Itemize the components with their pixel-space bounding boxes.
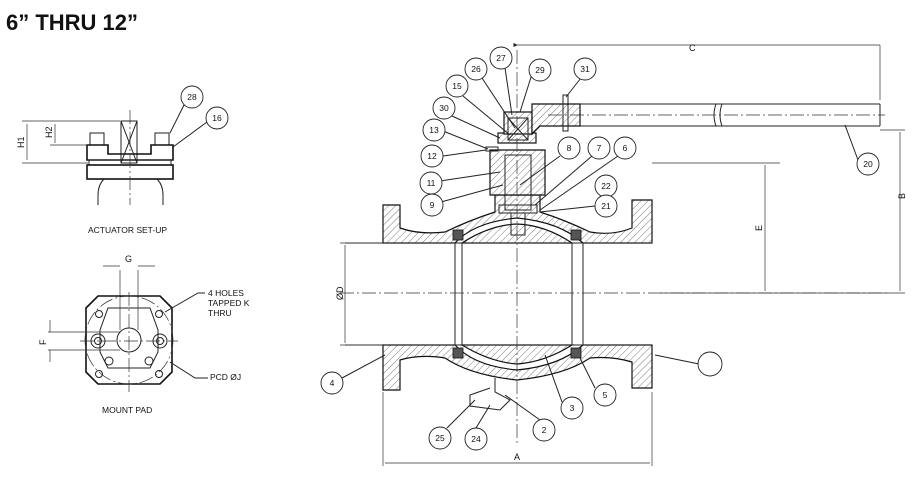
callout-circle [180, 85, 204, 109]
callout-circle [422, 118, 446, 142]
callout-bubble: 9 [420, 193, 444, 217]
callout-circle [532, 418, 556, 442]
callout-circle [697, 351, 723, 377]
callout-number: 4 [330, 378, 335, 388]
callout-bubble: 11 [419, 171, 443, 195]
dim-h1: H1 [16, 136, 26, 148]
callout-number: 9 [430, 200, 435, 210]
callout-bubble: 6 [613, 136, 637, 160]
callout-number: 29 [535, 65, 545, 75]
callout-bubbles: 28 16 27 26 15 30 13 12 11 9 8 7 6 22 21 29 31 20 4 3 5 2 24 25 [180, 46, 880, 451]
callout-circle [613, 136, 637, 160]
callout-bubble: 8 [557, 136, 581, 160]
callout-number: 6 [623, 143, 628, 153]
mount-pad-view: G F 4 HOLES TAPPED K THRU PCD ØJ MOUNT P… [38, 254, 250, 415]
holes-note-line3: THRU [208, 308, 232, 318]
callout-number: 21 [601, 201, 611, 211]
callout-circle [594, 194, 618, 218]
callout-number: 24 [471, 434, 481, 444]
callout-bubble: 21 [594, 194, 618, 218]
callout-number: 26 [471, 64, 481, 74]
callout-bubble: 29 [528, 58, 552, 82]
actuator-setup-view: H1 H2 ACTUATOR SET-UP [16, 102, 208, 235]
callout-number: 27 [496, 53, 506, 63]
callout-number: 31 [580, 64, 590, 74]
callout-bubble: 25 [428, 426, 452, 450]
callout-number: 22 [601, 181, 611, 191]
callout-circle [856, 152, 880, 176]
callout-bubble: 31 [573, 57, 597, 81]
callout-circle [464, 427, 488, 451]
callout-bubble: 7 [587, 136, 611, 160]
callout-bubble: 2 [532, 418, 556, 442]
dim-f: F [38, 339, 48, 345]
callout-bubble: 16 [205, 106, 229, 130]
callout-bubble: 20 [856, 152, 880, 176]
callout-number: 25 [435, 433, 445, 443]
callout-circle [489, 46, 513, 70]
dim-b: B [897, 193, 907, 199]
callout-circle [320, 371, 344, 395]
callout-number: 13 [429, 125, 439, 135]
callout-bubble: 28 [180, 85, 204, 109]
mount-pad-caption: MOUNT PAD [102, 405, 152, 415]
callout-circle [205, 106, 229, 130]
callout-bubble: 4 [320, 371, 344, 395]
callout-bubble: 5 [593, 383, 617, 407]
callout-number: 8 [567, 143, 572, 153]
holes-note-line2: TAPPED K [208, 298, 250, 308]
actuator-setup-caption: ACTUATOR SET-UP [88, 225, 167, 235]
drawing-title: 6” THRU 12” [6, 10, 139, 35]
callout-circle [432, 96, 456, 120]
callout-bubble: 26 [464, 57, 488, 81]
callout-circle [587, 136, 611, 160]
callout-bubble: 30 [432, 96, 456, 120]
callout-bubble: 3 [560, 396, 584, 420]
callout-circle [428, 426, 452, 450]
callout-circle [420, 193, 444, 217]
callout-circle [573, 57, 597, 81]
callout-number: 20 [863, 159, 873, 169]
callout-circle [528, 58, 552, 82]
callout-number: 3 [570, 403, 575, 413]
callout-bubble: 15 [445, 74, 469, 98]
callout-bubble: 13 [422, 118, 446, 142]
callout-circle [464, 57, 488, 81]
callout-circle [445, 74, 469, 98]
dim-a: A [514, 452, 520, 462]
callout-number: 5 [603, 390, 608, 400]
callout-number: 30 [439, 103, 449, 113]
callout-number: 15 [452, 81, 462, 91]
callout-number: 7 [597, 143, 602, 153]
valve-section-view: C B E ØD A [335, 43, 907, 466]
dim-e: E [754, 225, 764, 231]
callout-number: 11 [427, 178, 436, 188]
callout-number: 2 [542, 425, 547, 435]
dim-g: G [125, 254, 132, 264]
dim-c: C [689, 43, 696, 53]
callout-circle [420, 144, 444, 168]
callout-bubble: 24 [464, 427, 488, 451]
callout-circle [593, 383, 617, 407]
callout-number: 28 [187, 92, 197, 102]
callout-bubble: 22 [594, 174, 618, 198]
dim-d: ØD [335, 286, 345, 300]
callout-bubble: 12 [420, 144, 444, 168]
callout-circle [557, 136, 581, 160]
pcd-note: PCD ØJ [210, 372, 241, 382]
holes-note-line1: 4 HOLES [208, 288, 244, 298]
callout-bubble [697, 351, 723, 377]
callout-number: 16 [212, 113, 222, 123]
dim-h2: H2 [44, 126, 54, 138]
callout-bubble: 27 [489, 46, 513, 70]
callout-number: 12 [427, 151, 437, 161]
callout-circle [560, 396, 584, 420]
